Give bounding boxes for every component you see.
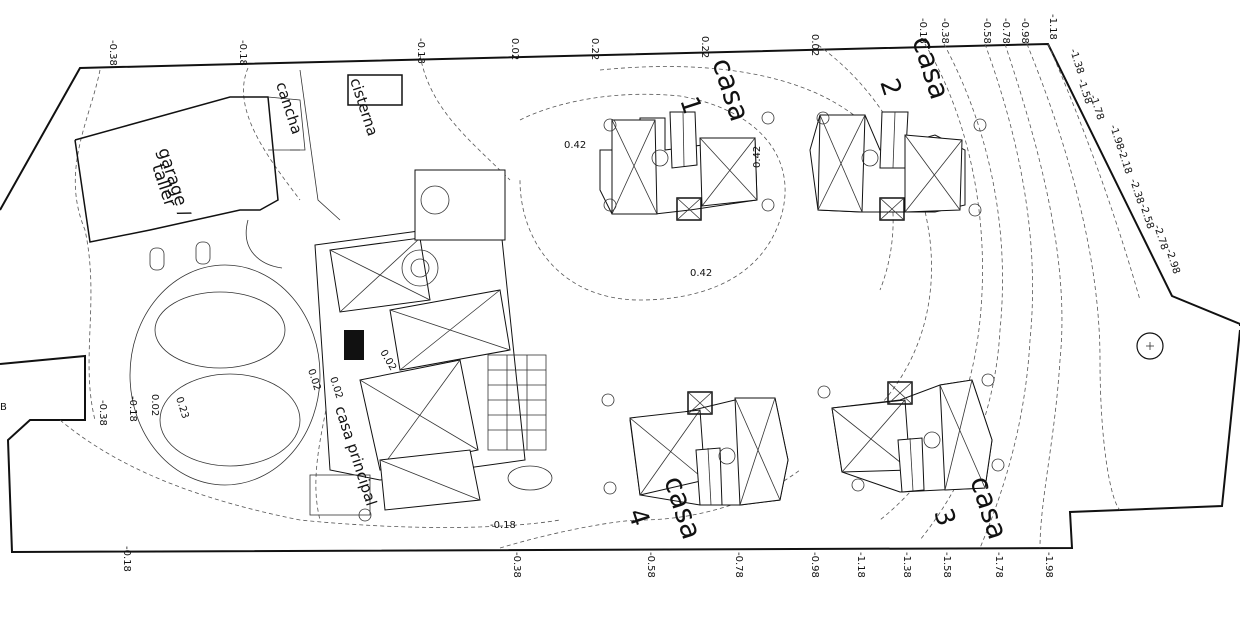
level-label: -0.18 [490,520,516,531]
spot-markers [358,111,1005,522]
level-label: 0.23 [173,396,190,421]
level-label: 0.22 [699,36,710,58]
level-label: -0.38 [939,18,950,44]
level-label: -0.18 [237,40,248,66]
level-label: -2.18 [1115,148,1133,176]
level-label: -1.98 [1043,552,1054,578]
casa-1-building [599,111,758,221]
level-label: -2.38 [1127,178,1145,206]
level-label: -0.98 [1019,18,1030,44]
level-label: -0.18 [121,546,132,572]
level-label: -0.18 [917,18,928,44]
level-label: -1.58 [941,552,952,578]
casa-principal-building [309,169,526,516]
level-label: -1.38 [901,552,912,578]
cisterna-label: cisterna [346,76,382,139]
casa-4-number: 4 [621,505,655,530]
level-label: -1.98 [1107,124,1125,152]
level-label: 0.42 [564,140,586,151]
level-label: -0.78 [733,552,744,578]
level-label: -2.78 [1151,224,1169,252]
casa-2-building [809,111,966,221]
level-label: 0.02 [509,38,520,60]
survey-marker [1136,332,1164,360]
level-label: -1.18 [855,552,866,578]
cancha-area [268,69,341,221]
level-label: 0.42 [752,146,763,168]
level-label: -0.18 [415,38,426,64]
right-edge-level-labels: -1.38-1.58-1.78-1.98-2.18-2.38-2.58-2.78… [1067,48,1181,276]
level-label: -2.98 [1163,248,1181,276]
level-label: -0.38 [97,400,108,426]
level-label: -1.38 [1067,48,1085,76]
level-label: -0.18 [127,396,138,422]
casa-4-building [629,391,789,506]
level-label: -1.78 [1087,94,1105,122]
level-label: -0.78 [1000,18,1011,44]
casa-3-building [831,379,993,493]
level-label: -0.98 [809,552,820,578]
casa-2-number: 2 [873,75,907,100]
level-label: -0.38 [107,40,118,66]
parking-stalls [487,354,553,491]
level-label: 0.22 [589,38,600,60]
cisterna-tank [347,74,403,106]
level-label: 0.02 [809,34,820,56]
level-label: -0.58 [981,18,992,44]
casa-1-label: casa [705,54,756,125]
casa-3-number: 3 [927,505,961,530]
garage-taller-building [74,96,306,243]
driveway-loop [129,219,321,486]
level-label: -0.38 [511,552,522,578]
casa-3-label: casa [963,472,1014,543]
edge-letter: B [0,402,7,413]
level-label: -1.78 [993,552,1004,578]
level-label: -0.58 [645,552,656,578]
level-label: -1.18 [1047,14,1058,40]
bottom-level-labels: -0.18 -0.38 -0.58 -0.78 -0.98 -1.18 -1.38 -1.58… [121,546,1054,578]
level-label: 0.02 [149,394,160,416]
level-label: 0.42 [690,268,712,279]
top-level-labels: -0.38 -0.18 -0.18 0.02 0.22 0.22 0.02 -0.18 -0.3… [107,14,1058,66]
